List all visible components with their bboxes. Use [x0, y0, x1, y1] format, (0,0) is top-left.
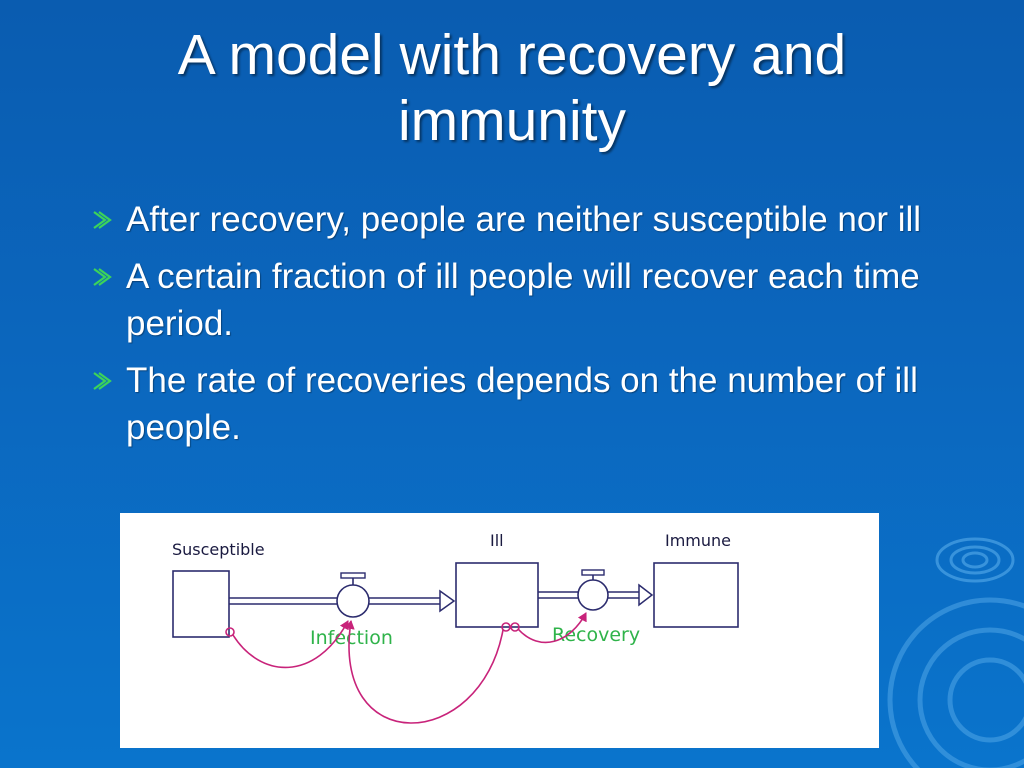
diagram-canvas: Susceptible Ill Immune Infection [172, 531, 739, 724]
recovery-valve-icon [577, 569, 609, 611]
susceptible-stock [172, 570, 230, 638]
susceptible-label: Susceptible [172, 540, 265, 559]
recovery-flow-pipe [538, 583, 654, 607]
bullet-text: The rate of recoveries depends on the nu… [126, 361, 918, 447]
infection-label: Infection [310, 627, 393, 649]
slide-title: A model with recovery and immunity [177, 23, 847, 153]
bullet-text: A certain fraction of ill people will re… [126, 257, 920, 343]
chevron-right-icon [93, 211, 112, 229]
bullet-item: The rate of recoveries depends on the nu… [86, 357, 946, 451]
bullet-item: A certain fraction of ill people will re… [86, 253, 946, 347]
ill-stock [455, 562, 539, 628]
stock-flow-diagram: Susceptible Ill Immune Infection [120, 513, 879, 748]
infection-flow-pipe [229, 589, 456, 613]
immune-label: Immune [665, 531, 731, 550]
infection-valve-icon [336, 572, 370, 618]
bullet-list: After recovery, people are neither susce… [86, 196, 946, 461]
bullet-item: After recovery, people are neither susce… [86, 196, 946, 243]
recovery-label: Recovery [552, 624, 640, 646]
chevron-right-icon [93, 372, 112, 390]
chevron-right-icon [93, 268, 112, 286]
bullet-text: After recovery, people are neither susce… [126, 200, 922, 239]
immune-stock [653, 562, 739, 628]
ill-label: Ill [490, 531, 504, 550]
connector-links [225, 612, 587, 724]
